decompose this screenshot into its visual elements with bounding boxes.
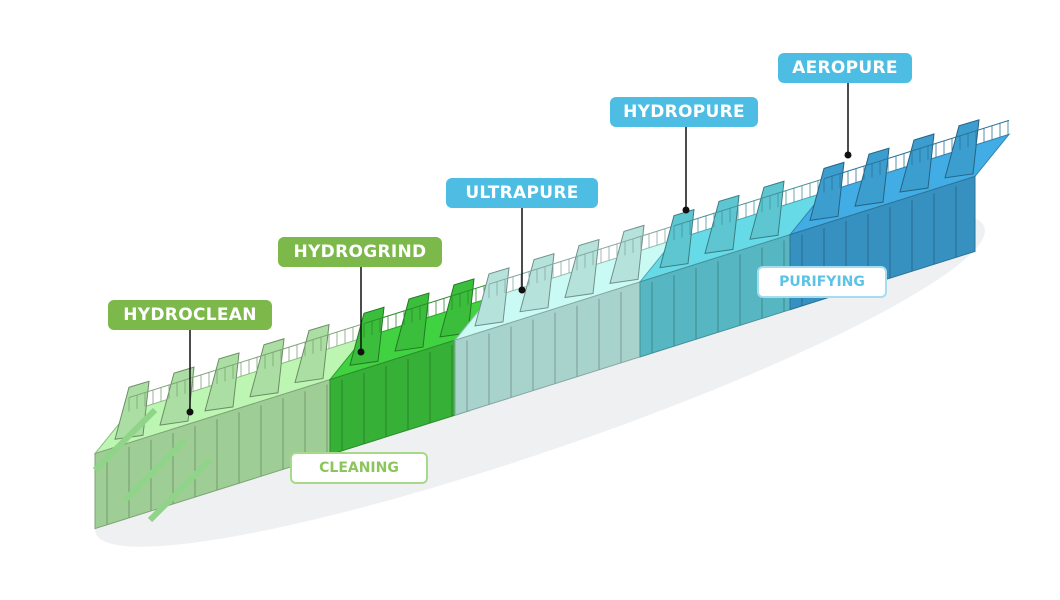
ultrapure-conveyor	[609, 224, 645, 284]
ultrapure-conveyor	[474, 267, 510, 327]
hydropure-conveyor	[749, 180, 785, 240]
aeropure-railing-bar	[823, 119, 1010, 180]
label-aeropure: AEROPURE	[778, 53, 912, 83]
label-hydroclean: HYDROCLEAN	[108, 300, 272, 330]
hydrogrind-conveyor	[439, 278, 475, 338]
hydropure-railing-bar	[673, 173, 840, 227]
leader-dot-1	[357, 348, 365, 356]
hydroclean-conveyor	[294, 323, 330, 384]
hydrogrind-railing-bar	[363, 278, 505, 325]
label-hydropure: HYDROPURE	[610, 97, 758, 127]
stair-1	[122, 437, 188, 503]
leader-dot-2	[518, 286, 526, 294]
stair-2	[147, 457, 213, 523]
aeropure-conveyor	[899, 133, 935, 193]
aeropure-conveyor	[944, 119, 980, 179]
ultrapure-conveyor	[564, 238, 600, 299]
hydroclean-conveyor	[204, 352, 240, 412]
stage-purifying: PURIFYING	[757, 266, 887, 298]
hydroclean-conveyor	[249, 338, 285, 398]
label-hydrogrind: HYDROGRIND	[278, 237, 442, 267]
leader-dot-4	[844, 151, 852, 159]
hydrogrind-conveyor	[349, 306, 385, 366]
stage-cleaning: CLEANING	[290, 452, 428, 484]
stair-0	[92, 407, 158, 473]
leader-dot-3	[682, 206, 690, 214]
hydroclean-railing-bar	[128, 318, 380, 399]
aeropure-conveyor	[809, 161, 845, 221]
label-ultrapure: ULTRAPURE	[446, 178, 598, 208]
leader-dot-0	[186, 408, 194, 416]
hydropure-conveyor	[659, 208, 695, 269]
